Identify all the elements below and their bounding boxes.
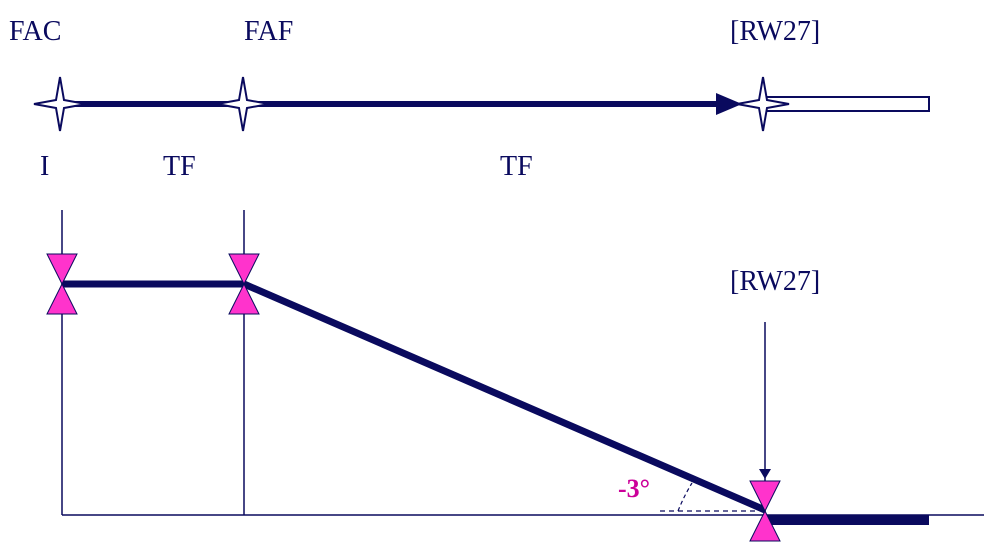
route-arrowhead (716, 93, 742, 115)
plan-view: FAC FAF [RW27] I TF TF (9, 16, 930, 182)
leg-type-label: I (40, 151, 49, 182)
altitude-constraint-marker (749, 480, 781, 542)
runway-plan (764, 96, 930, 112)
waypoint-name-faf: FAF (244, 16, 293, 47)
altitude-constraint-marker (46, 253, 78, 315)
runway-profile (765, 515, 929, 525)
angle-arc (677, 482, 693, 512)
waypoint-star-icon (216, 76, 270, 132)
vertical-profile-path (62, 280, 767, 514)
waypoint-star-icon (33, 76, 87, 132)
waypoint-name-rw27: [RW27] (730, 16, 820, 47)
waypoint-star-icon (736, 76, 790, 132)
profile-view: [RW27] -3° (46, 210, 984, 542)
runway-label: [RW27] (730, 266, 820, 297)
glide-angle-label: -3° (618, 474, 650, 503)
threshold-arrowhead-icon (759, 469, 771, 479)
altitude-constraint-marker (228, 253, 260, 315)
waypoint-name-fac: FAC (9, 16, 61, 47)
leg-type-label: TF (163, 151, 196, 182)
leg-type-label: TF (500, 151, 533, 182)
